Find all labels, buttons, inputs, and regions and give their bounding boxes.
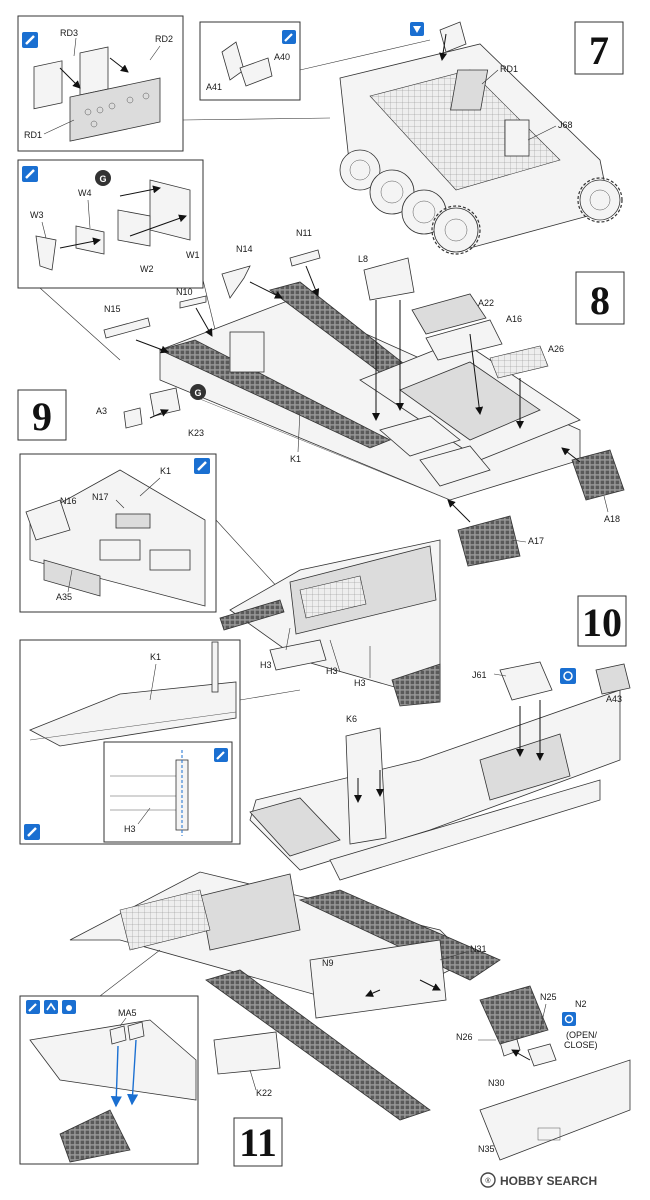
label-w2: W2	[140, 264, 154, 274]
label-rd2: RD2	[155, 34, 173, 44]
label-k22: K22	[256, 1088, 272, 1098]
inset-ma5-panel: MA5	[19, 995, 199, 1165]
label-a3: A3	[96, 406, 107, 416]
inset-h3-panel: K1 H3	[19, 639, 241, 845]
hull-step-8	[158, 281, 581, 501]
step-10: 10 J61 A43 K6	[249, 595, 631, 881]
cement-bottle-icon	[562, 1012, 576, 1026]
label-j68: J68	[558, 120, 573, 130]
label-a26: A26	[548, 344, 564, 354]
label-a40: A40	[274, 52, 290, 62]
option-circle-icon: G	[190, 384, 206, 400]
label-h3-detail: H3	[124, 824, 136, 834]
hobby-search-logo-icon: ®	[480, 1172, 496, 1188]
inset-h3-detail: H3	[103, 741, 233, 843]
step-8-parts: G	[103, 249, 625, 567]
label-h3-a: H3	[260, 660, 272, 670]
label-n26: N26	[456, 1032, 473, 1042]
label-k23: K23	[188, 428, 204, 438]
label-h3-c: H3	[354, 678, 366, 688]
note-open-close-2: CLOSE)	[564, 1040, 598, 1050]
label-a22: A22	[478, 298, 494, 308]
label-a18: A18	[604, 514, 620, 524]
label-n9: N9	[322, 958, 334, 968]
cement-bottle-icon	[214, 748, 228, 762]
label-n30: N30	[488, 1078, 505, 1088]
svg-text:G: G	[99, 174, 106, 184]
inset-k1-panel: K1 N17 N16 A35	[19, 453, 217, 613]
svg-text:®: ®	[485, 1177, 491, 1185]
cement-bottle-icon	[282, 30, 296, 44]
label-n25: N25	[540, 992, 557, 1002]
label-k1-h3-inset: K1	[150, 652, 161, 662]
label-k1-inset: K1	[160, 466, 171, 476]
step-10-number: 10	[582, 600, 622, 645]
movable-part-icon	[560, 668, 576, 684]
label-n11: N11	[296, 228, 312, 238]
step-10-number-box	[577, 595, 627, 647]
label-a41: A41	[206, 82, 222, 92]
cement-bottle-icon	[24, 824, 40, 840]
hull-step-11	[69, 871, 631, 1161]
label-a43: A43	[606, 694, 622, 704]
label-n10: N10	[176, 287, 193, 297]
step-7: 7 RD3 RD2 RD1	[17, 15, 624, 255]
step-11-number: 11	[239, 1120, 277, 1165]
label-rd1-inset: RD1	[24, 130, 42, 140]
step-11-number-box	[233, 1117, 283, 1167]
step-9-number-box	[17, 389, 67, 441]
cement-bottle-icon	[62, 1000, 76, 1014]
inset-a40-panel: A40 A41	[199, 21, 301, 101]
cement-bottle-icon	[22, 32, 38, 48]
inset-rd-panel: RD3 RD2 RD1	[17, 15, 184, 152]
hull-step-9	[219, 539, 441, 707]
label-w1: W1	[186, 250, 200, 260]
label-n35: N35	[478, 1144, 495, 1154]
label-ma5: MA5	[118, 1008, 137, 1018]
watermark-brand: HOBBY SEARCH	[500, 1174, 597, 1188]
label-j61: J61	[472, 670, 487, 680]
note-open-close-1: (OPEN/	[566, 1030, 598, 1040]
label-rd1-chassis: RD1	[500, 64, 518, 74]
label-a16: A16	[506, 314, 522, 324]
hull-step-10	[249, 661, 631, 881]
label-k1: K1	[290, 454, 301, 464]
cement-bottle-icon	[194, 458, 210, 474]
label-w3: W3	[30, 210, 44, 220]
label-n14: N14	[236, 244, 253, 254]
step-8-labels: N14 N11 L8 N15 N10 A22 A16 A26 A3 K23 K1…	[96, 228, 620, 546]
label-l8: L8	[358, 254, 368, 264]
chassis-step-7: RD1 J68	[339, 21, 623, 255]
step-11: 11 N9 N31 N25 N2 (OPEN/ CLOSE) N26	[19, 871, 631, 1167]
label-rd3: RD3	[60, 28, 78, 38]
watermark: ® HOBBY SEARCH	[480, 1172, 597, 1188]
label-k6: K6	[346, 714, 357, 724]
photo-etch-icon	[44, 1000, 58, 1014]
svg-text:G: G	[194, 388, 201, 398]
cement-bottle-icon	[26, 1000, 40, 1014]
step-8: 8 G W4 W3 W2 W1	[17, 159, 625, 567]
cement-bottle-icon	[22, 166, 38, 182]
photo-etch-icon	[410, 22, 424, 36]
step-7-number: 7	[589, 28, 609, 73]
label-n16: N16	[60, 496, 77, 506]
step-9: 9 K1 N17 N16 A35	[17, 389, 441, 845]
step-8-number: 8	[590, 278, 610, 323]
step-8-number-box	[575, 271, 625, 325]
inset-w-panel: G W4 W3 W2 W1	[17, 159, 204, 289]
step-7-number-box	[574, 21, 624, 75]
label-n17: N17	[92, 492, 109, 502]
label-n15: N15	[104, 304, 121, 314]
label-a35: A35	[56, 592, 72, 602]
option-circle-icon: G	[95, 170, 111, 186]
label-w4: W4	[78, 188, 92, 198]
label-n2: N2	[575, 999, 587, 1009]
step-8-arrows	[135, 265, 581, 523]
step-9-number: 9	[32, 394, 52, 439]
label-a17: A17	[528, 536, 544, 546]
label-h3-b: H3	[326, 666, 338, 676]
label-n31: N31	[470, 944, 487, 954]
